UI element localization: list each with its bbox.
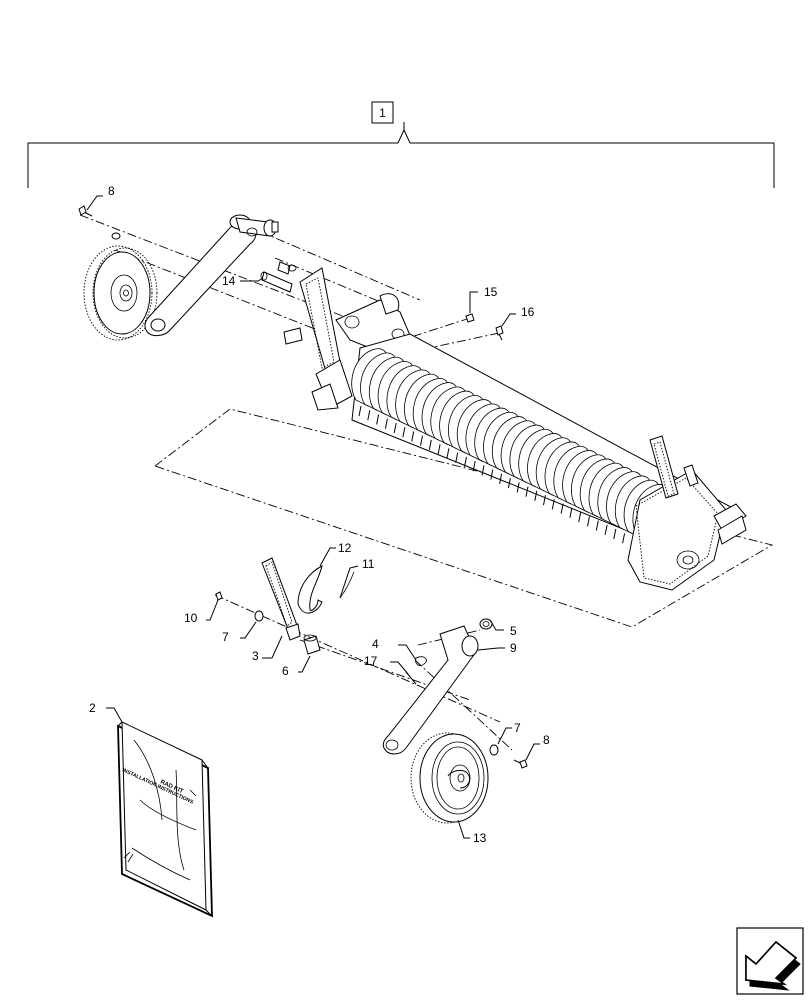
- callout-bolt-16: 16: [521, 305, 535, 319]
- rake-body: [299, 267, 747, 591]
- pin: 6: [282, 634, 321, 678]
- bolt-top-left: 8: [78, 184, 121, 240]
- washer-right: 7: [489, 721, 521, 756]
- cotter-pin: 4: [372, 637, 427, 666]
- callout-bushing-14: 14: [222, 274, 236, 288]
- spring-bracket: 3: [252, 557, 301, 663]
- callout-washer-7-left: 7: [222, 630, 229, 644]
- callout-wire-loop-12: 12: [338, 541, 352, 555]
- left-lever-arm: [144, 214, 277, 337]
- callout-lever-arm-9: 9: [510, 641, 517, 655]
- lever-arm: 9: [382, 625, 517, 755]
- rake-outline-frame: [154, 408, 774, 628]
- assembly-bracket: 1: [27, 101, 775, 188]
- callout-small-bolt-10: 10: [184, 611, 198, 625]
- callout-nut-15: 15: [484, 285, 498, 299]
- callout-clip-11: 11: [362, 557, 375, 571]
- instruction-manual: RAD KIT INSTALLATION INSTRUCTIONS 2: [89, 701, 213, 918]
- callout-bolt-8-top: 8: [108, 184, 115, 198]
- callout-wheel-13: 13: [473, 831, 487, 845]
- bushing: 14: [222, 261, 297, 293]
- wire-loop: 12: [297, 541, 352, 614]
- callout-cotter-pin-4: 4: [372, 637, 379, 651]
- ring: 5: [479, 618, 517, 638]
- callout-manual-2: 2: [89, 701, 96, 715]
- next-page-arrow-icon[interactable]: [736, 927, 804, 995]
- end-plate-right: [627, 435, 747, 591]
- lock-pin: 17: [364, 654, 417, 685]
- left-wheel-assembly: [83, 214, 303, 345]
- callout-spring-bracket-3: 3: [252, 649, 259, 663]
- callout-ring-5: 5: [510, 624, 517, 638]
- bolt-right: 8: [513, 733, 550, 769]
- bolt-top-right: 16: [495, 305, 535, 341]
- callout-bolt-8-right: 8: [543, 733, 550, 747]
- callout-lock-pin-17: 17: [364, 654, 378, 668]
- callout-pin-6: 6: [282, 664, 289, 678]
- spring-arm-left: [299, 267, 353, 409]
- clip: 11: [339, 557, 375, 599]
- callout-washer-7-right: 7: [514, 721, 521, 735]
- small-bolt: 10: [184, 591, 223, 625]
- right-wheel: 13: [410, 732, 489, 845]
- left-wheel: [83, 245, 158, 341]
- callout-assembly-1: 1: [379, 106, 386, 120]
- nut-top: 15: [465, 285, 498, 323]
- washer-left: 7: [222, 610, 264, 644]
